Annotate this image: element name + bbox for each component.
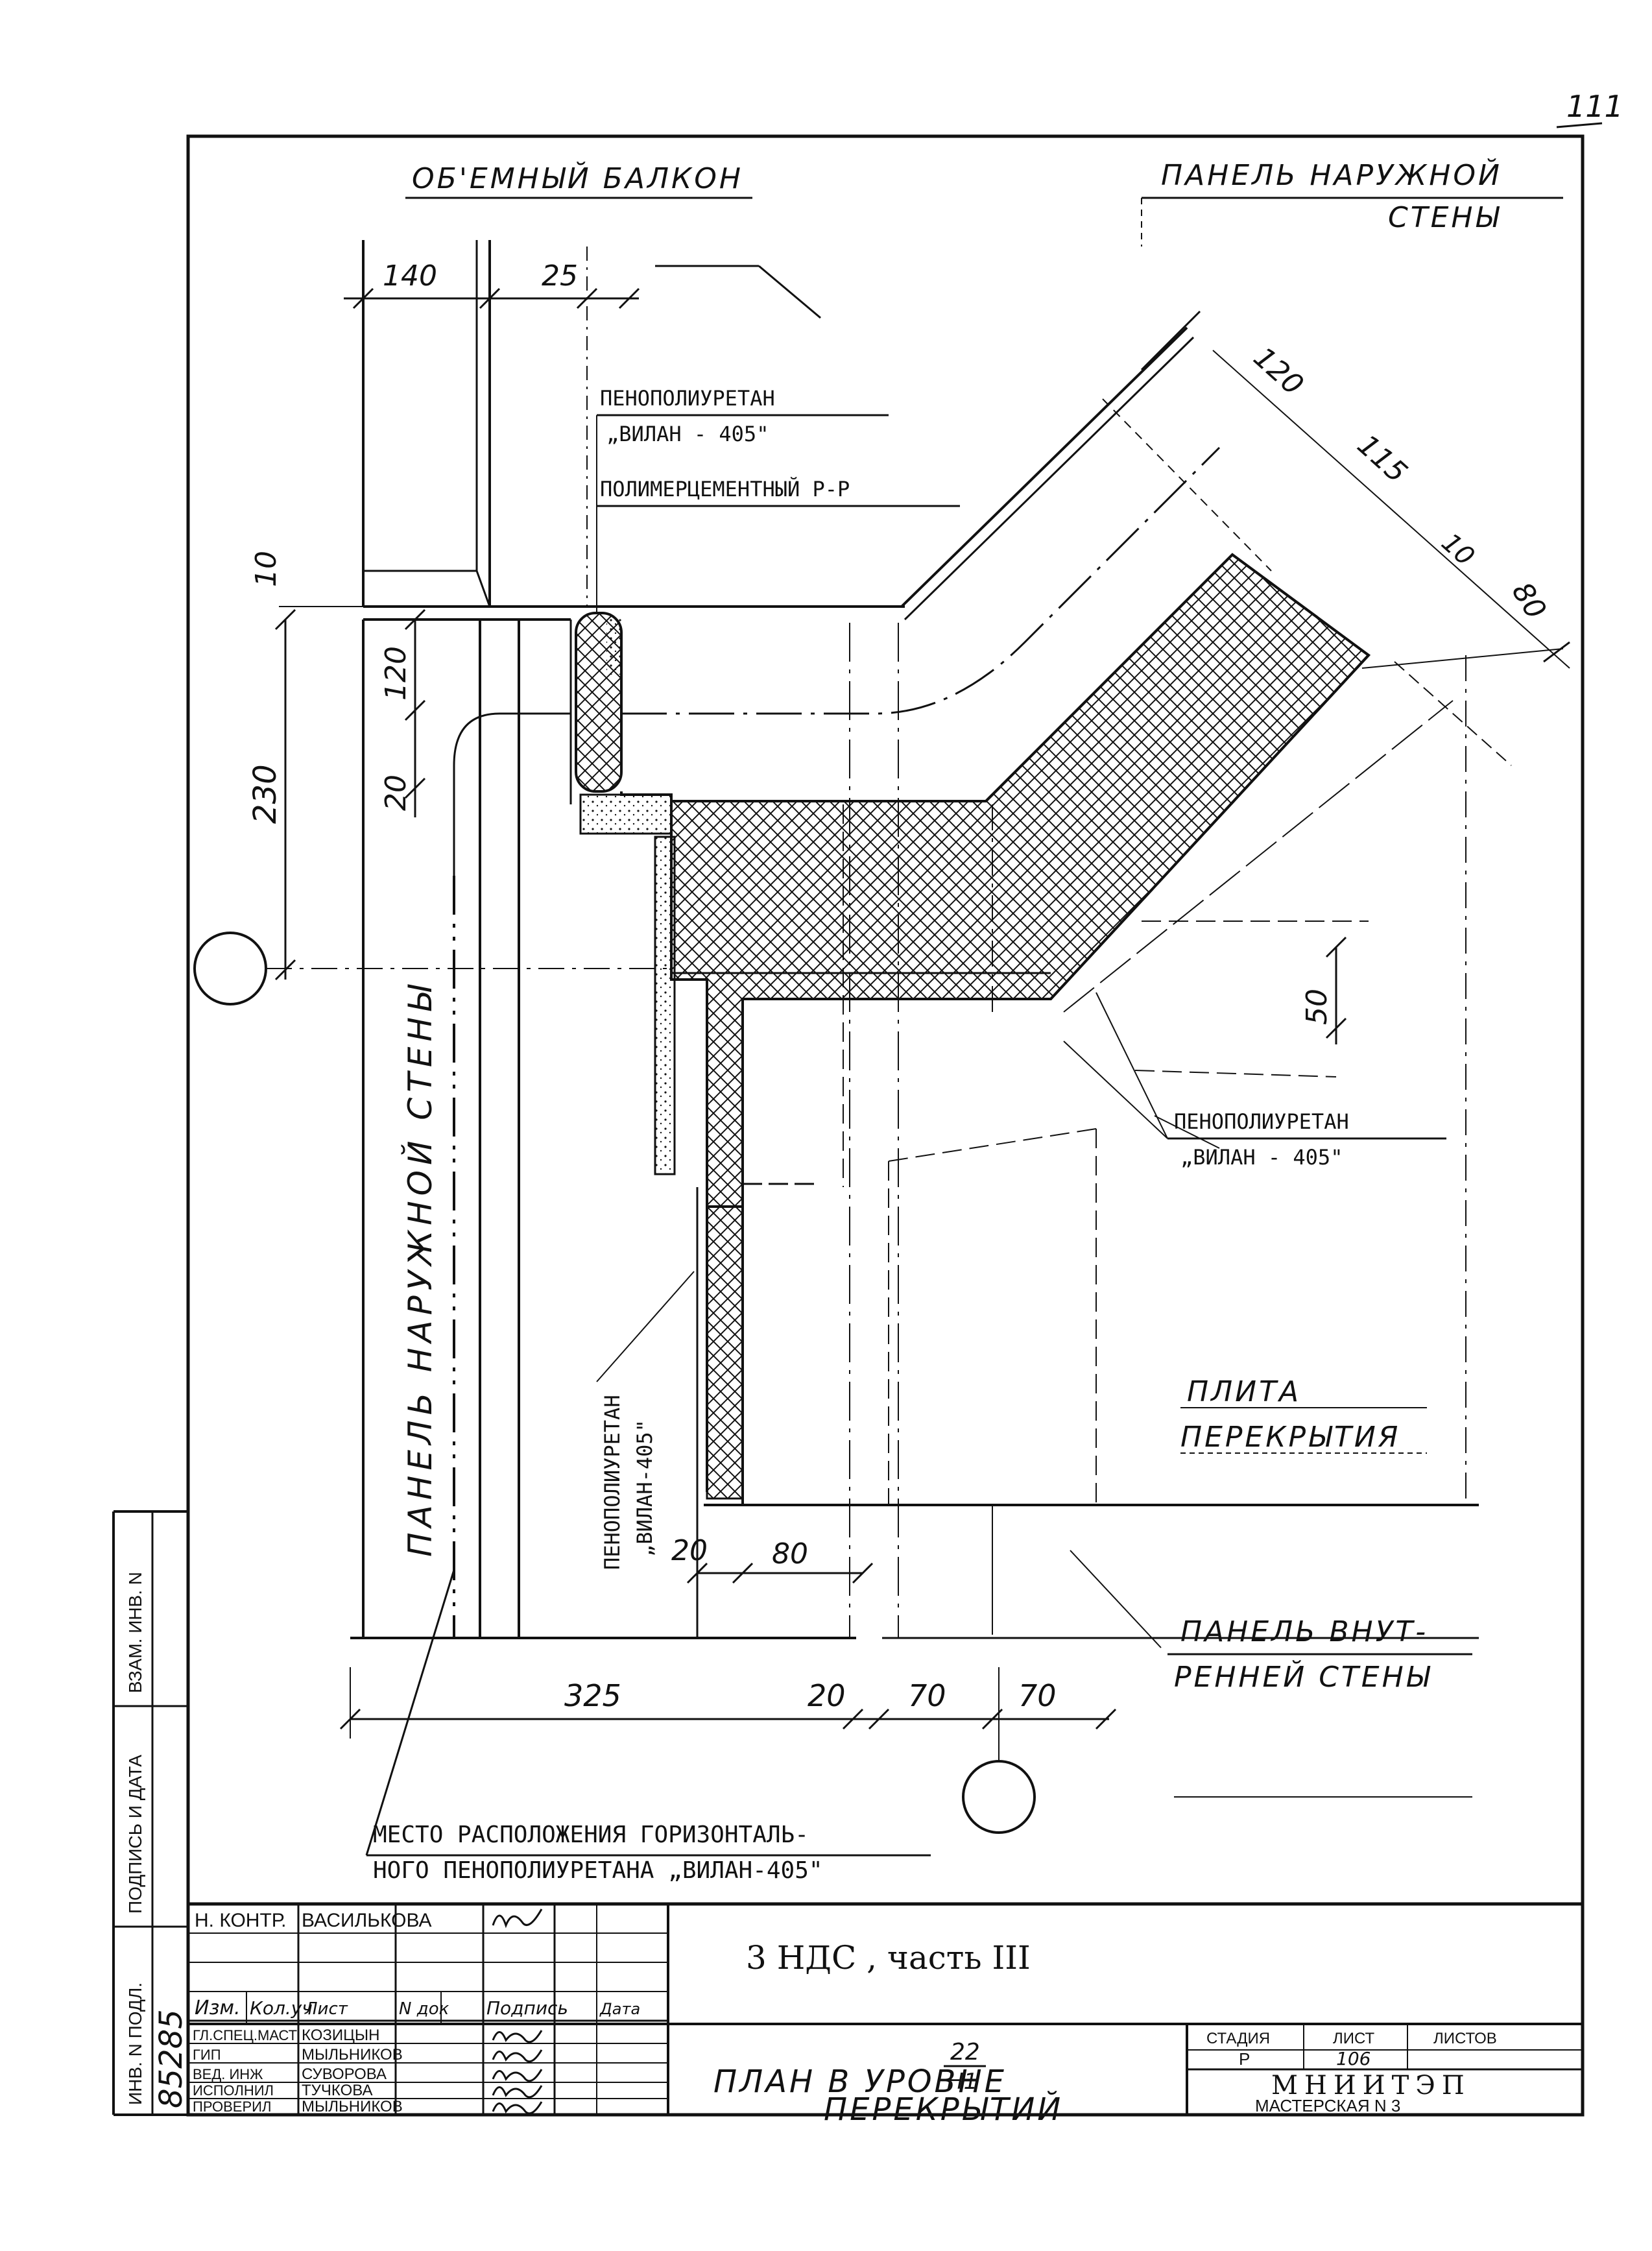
tb-sheet-title-1: ПЛАН В УРОВНЕ — [713, 2064, 1007, 2100]
label-outer-panel-vertical: ПАНЕЛЬ НАРУЖНОЙ СТЕНЫ — [401, 980, 439, 1557]
dim-230: 230 — [247, 764, 283, 824]
dim-115: 115 — [1351, 428, 1414, 489]
label-foam-1-line1: ПЕНОПОЛИУРЕТАН — [600, 386, 775, 411]
drawing-frame — [186, 134, 1585, 2117]
tb-header-izm: Изм. — [195, 1997, 241, 2019]
tb-role-0: ГЛ.СПЕЦ.МАСТ — [193, 2027, 297, 2043]
label-foam-2-line1: ПЕНОПОЛИУРЕТАН — [1174, 1109, 1349, 1134]
plan-geometry — [193, 240, 1479, 1834]
tb-name-1: МЫЛЬНИКОВ — [302, 2046, 403, 2064]
tb-role-1: ГИП — [193, 2047, 221, 2063]
tb-name-2: СУВОРОВА — [302, 2065, 387, 2083]
tb-sheet-label: ЛИСТ — [1333, 2030, 1375, 2047]
dim-10-left: 10 — [250, 551, 283, 587]
tb-header-ndok: N док — [399, 1999, 449, 2019]
label-outer-panel-1: ПАНЕЛЬ НАРУЖНОЙ — [1161, 158, 1502, 192]
dim-50: 50 — [1300, 989, 1334, 1025]
tb-name-4: МЫЛЬНИКОВ — [302, 2098, 403, 2115]
tb-stage: Р — [1239, 2049, 1250, 2069]
dim-325: 325 — [564, 1678, 621, 1713]
labels: ОБ'ЕМНЫЙ БАЛКОН ПАНЕЛЬ НАРУЖНОЙ СТЕНЫ ПЕ… — [373, 158, 1502, 1884]
dim-20-bottom: 20 — [808, 1678, 846, 1713]
dim-140: 140 — [383, 259, 437, 293]
tb-header-sign: Подпись — [486, 1997, 568, 2019]
tb-name-3: ТУЧКОВА — [302, 2082, 373, 2099]
tb-header-date: Дата — [599, 2000, 640, 2018]
tb-name-0: КОЗИЦЫН — [302, 2027, 379, 2044]
label-foam-3-line2: „ВИЛАН-405" — [632, 1419, 657, 1557]
tb-role-4: ПРОВЕРИЛ — [193, 2099, 271, 2115]
label-horizontal-foam-2: НОГО ПЕНОПОЛИУРЕТАНА „ВИЛАН-405" — [373, 1857, 823, 1884]
tb-sign-1 — [492, 2049, 543, 2063]
side-stamp: ВЗАМ. ИНВ. N ПОДПИСЬ И ДАТА ИНВ. N ПОДЛ.… — [112, 1510, 189, 2116]
tb-code-bottom: Н1 — [947, 2069, 977, 2095]
tb-org: МНИИТЭП — [1271, 2071, 1471, 2101]
tb-role-2: ВЕД. ИНЖ — [193, 2066, 263, 2082]
tb-norm-control-name: ВАСИЛЬКОВА — [302, 1910, 431, 1931]
label-inner-panel-1: ПАНЕЛЬ ВНУТ- — [1180, 1615, 1428, 1648]
label-polymer-mortar: ПОЛИМЕРЦЕМЕНТНЫЙ Р-Р — [600, 477, 850, 501]
title-block: Н. КОНТР. ВАСИЛЬКОВА Изм. Кол.уч Лист N … — [188, 1902, 1583, 2128]
label-outer-panel-2: СТЕНЫ — [1388, 201, 1502, 234]
stamp-inv-number: 85285 — [153, 2009, 189, 2108]
label-foam-1-line2: „ВИЛАН - 405" — [606, 422, 769, 446]
label-inner-panel-2: РЕННЕЙ СТЕНЫ — [1174, 1659, 1432, 1694]
stamp-inv-zam: ВЗАМ. ИНВ. N — [125, 1572, 145, 1693]
label-foam-3-line1: ПЕНОПОЛИУРЕТАН — [600, 1395, 625, 1570]
dim-70-b: 70 — [1018, 1678, 1057, 1713]
page-number-underline — [1556, 122, 1603, 128]
label-slab-1: ПЛИТА — [1187, 1375, 1301, 1408]
tb-sign-0 — [492, 2030, 543, 2043]
tb-header-list: Лист — [304, 1999, 348, 2019]
tb-sign-2 — [492, 2069, 543, 2082]
dimension-lines — [274, 287, 1570, 1739]
tb-sheets-label: ЛИСТОВ — [1433, 2030, 1497, 2047]
label-balcony: ОБ'ЕМНЫЙ БАЛКОН — [412, 161, 743, 195]
label-horizontal-foam-1: МЕСТО РАСПОЛОЖЕНИЯ ГОРИЗОНТАЛЬ- — [373, 1822, 809, 1848]
tb-norm-control-sign — [492, 1908, 543, 1929]
stamp-sign-date: ПОДПИСЬ И ДАТА — [125, 1755, 145, 1914]
dim-120-top: 120 — [1247, 341, 1310, 402]
dim-20-bottom-inner: 20 — [671, 1534, 708, 1567]
dim-70-a: 70 — [908, 1678, 946, 1713]
tb-sheet: 106 — [1336, 2048, 1371, 2069]
tb-stage-label: СТАДИЯ — [1206, 2030, 1270, 2047]
tb-workshop: МАСТЕРСКАЯ N 3 — [1255, 2096, 1400, 2115]
dim-120-left: 120 — [379, 646, 413, 701]
tb-project: 3 НДС , часть III — [746, 1939, 1031, 1977]
page-number: 111 — [1566, 89, 1623, 124]
dim-10-diag: 10 — [1435, 527, 1480, 572]
label-slab-2: ПЕРЕКРЫТИЯ — [1180, 1421, 1400, 1454]
dim-80-bottom: 80 — [772, 1537, 808, 1571]
tb-code-top: 22 — [950, 2039, 980, 2065]
tb-header-kol: Кол.уч — [250, 1997, 313, 2019]
dim-20-left: 20 — [379, 775, 413, 811]
tb-sign-4 — [492, 2101, 543, 2115]
tb-norm-control-role: Н. КОНТР. — [195, 1910, 286, 1931]
leader-lines — [365, 197, 1563, 1857]
dim-25: 25 — [542, 259, 578, 293]
tb-role-3: ИСПОЛНИЛ — [193, 2082, 274, 2099]
label-foam-2-line2: „ВИЛАН - 405" — [1180, 1145, 1343, 1170]
tb-sheet-title-2: ПЕРЕКРЫТИЙ — [824, 2091, 1063, 2128]
tb-sign-3 — [492, 2085, 543, 2099]
stamp-inv-podl: ИНВ. N ПОДЛ. — [125, 1982, 145, 2105]
